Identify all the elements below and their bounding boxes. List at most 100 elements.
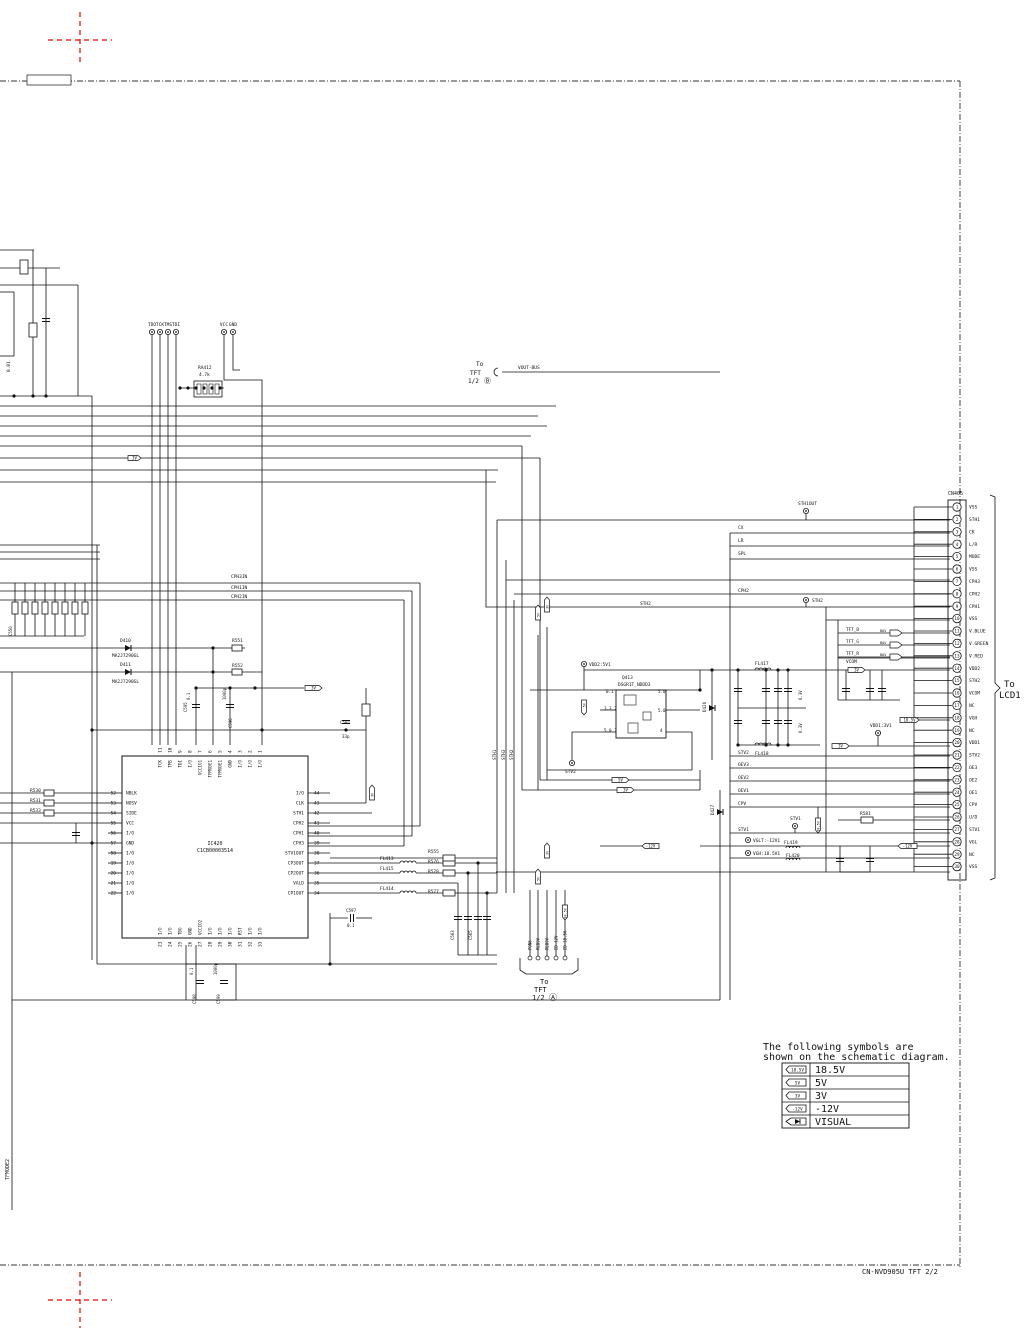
- cap-label: C563: [450, 930, 455, 940]
- resistor-r552: [231, 668, 243, 676]
- bus-signal-label: STH3: [501, 749, 507, 760]
- vout-bus-label: VOUT-BUS: [518, 365, 540, 371]
- ic-pin-name: NBLK: [126, 791, 137, 797]
- junction-dot: [211, 670, 215, 674]
- 3v-flag: 3V: [304, 685, 323, 691]
- bottom-signal-label: PON6: [528, 940, 533, 950]
- ic-pin-number: 6: [208, 750, 214, 753]
- 3v-flag: 3V: [831, 743, 850, 749]
- legend-symbol-text: -12V: [792, 1106, 803, 1112]
- junction-dot: [228, 686, 232, 690]
- ic-pin-number: 19: [111, 861, 117, 867]
- inductor-fl420: [785, 857, 801, 861]
- connector-pin-name: L/R: [969, 542, 978, 548]
- net-label-stv1: STV1: [738, 827, 749, 833]
- fl414-ref: FL414: [380, 886, 394, 892]
- diode-pair-label: BAV: [880, 653, 887, 657]
- ic-pin-name: I/O: [126, 851, 134, 857]
- ic-pin-name: I/O: [248, 760, 253, 768]
- ic420-body: [121, 755, 309, 939]
- svg-text:3V: 3V: [838, 744, 843, 749]
- resistor-partial: [19, 259, 29, 275]
- r555-ref: R555: [428, 849, 439, 855]
- net-label-cpv: CPV: [738, 801, 746, 807]
- capacitor-c591: [342, 720, 350, 724]
- legend-symbol-text: 3V: [795, 1093, 801, 1099]
- -12v-flag: -12V: [641, 843, 660, 849]
- bottom-signal-label: ED-12V: [554, 935, 559, 950]
- connector-pin-number: 11: [954, 629, 960, 635]
- legend-table: [781, 1062, 910, 1129]
- ic-pin-number: 34: [314, 891, 320, 897]
- capacitor: [836, 858, 844, 862]
- junction-dot: [710, 668, 714, 672]
- ic-pin-name: CP2OUT: [288, 871, 305, 877]
- legend-symbol: [785, 1065, 807, 1074]
- junction-dot: [328, 962, 332, 966]
- ic-pin-number: 1: [258, 750, 264, 753]
- ic-pin-number: 23: [158, 941, 164, 947]
- svg-text:-12V: -12V: [903, 844, 913, 849]
- ra412-value: 4.7k: [199, 372, 210, 378]
- connector-pin-number: 23: [954, 777, 960, 783]
- resistor-r555: [442, 854, 456, 862]
- net-label-tft: TFT_R: [846, 651, 859, 657]
- capacitor-c596: [226, 704, 234, 708]
- connector-pin-number: 20: [954, 740, 960, 746]
- ic-pin-name: NOSV: [126, 801, 137, 807]
- inductor: [399, 860, 417, 864]
- 3v-flag: 3V: [616, 787, 635, 793]
- connector-pin-name: VDD1: [969, 740, 980, 746]
- svg-text:3V: 3V: [371, 792, 375, 797]
- capacitor: [762, 720, 770, 724]
- svg-text:3V: 3V: [546, 850, 550, 855]
- ic-pin-number: 27: [198, 941, 204, 947]
- fl419-ref: FL419: [784, 840, 798, 846]
- legend-meaning: -12V: [815, 1104, 839, 1115]
- legend-symbol: [785, 1078, 807, 1087]
- net-label-oev1: OEV1: [738, 788, 749, 794]
- r577-ref: R577: [428, 889, 439, 895]
- c598-ref: C598: [192, 994, 197, 1004]
- connector-pin: [952, 837, 962, 847]
- bus-to-tft-b: To TFT 1/2 Ⓑ VOUT-BUS: [468, 361, 720, 385]
- ic-pin-number: 10: [168, 747, 174, 753]
- connector-pin-number: 10: [954, 616, 960, 622]
- ic-pin-number: 40: [314, 831, 320, 837]
- c597-value: 0.1: [347, 923, 355, 928]
- connector-pin-name: OE1: [969, 790, 978, 796]
- ic-pin-number: 3: [238, 750, 244, 753]
- parts: 3V3V3V5V3V18.5V5V3V5V5V3V18.5V-12V-12V3V…: [11, 259, 962, 984]
- ic-pin-number: 5: [218, 750, 224, 753]
- junction-dot: [253, 686, 257, 690]
- net-label-stv2-tp: STV2: [565, 769, 576, 775]
- ic-pin-number: 2: [248, 750, 254, 753]
- c599-ref: C599: [216, 994, 221, 1004]
- junction-dot: [476, 861, 480, 865]
- r552-ref: R552: [232, 663, 243, 669]
- diode-pair-label: BAV: [880, 641, 887, 645]
- ic-pin-number: 32: [248, 941, 254, 947]
- ic-pin-number: 20: [111, 871, 117, 877]
- 18.5v-vflag: 18.5V: [815, 817, 821, 834]
- tfmode2-label: TFMODE2: [5, 1159, 11, 1180]
- sheet-title: CN-NVD905U TFT 2/2: [862, 1268, 938, 1276]
- resistor-row: [31, 601, 39, 615]
- ic-pin-number: 28: [208, 941, 214, 947]
- resistor: [442, 869, 456, 877]
- ic-pin-name: I/O: [126, 831, 134, 837]
- c591-ref: C591: [340, 720, 351, 725]
- ic-pin-number: 54: [111, 811, 117, 817]
- legend-symbol-text: 18.5V: [791, 1067, 804, 1073]
- junction-dot: [776, 668, 780, 672]
- connector-pin: [952, 675, 962, 686]
- ic-pin-number: 26: [188, 941, 194, 947]
- connector-pin: [952, 502, 962, 512]
- connector-pin: [952, 700, 962, 711]
- ic-pin-name: TCK: [158, 760, 163, 768]
- c591-value: 33p: [342, 734, 350, 739]
- connector-pin: [952, 824, 962, 835]
- 18.5v-flag: 18.5V: [899, 717, 920, 723]
- connector-bracket: [989, 494, 1001, 881]
- 18.5v-vflag: 18.5V: [562, 904, 568, 921]
